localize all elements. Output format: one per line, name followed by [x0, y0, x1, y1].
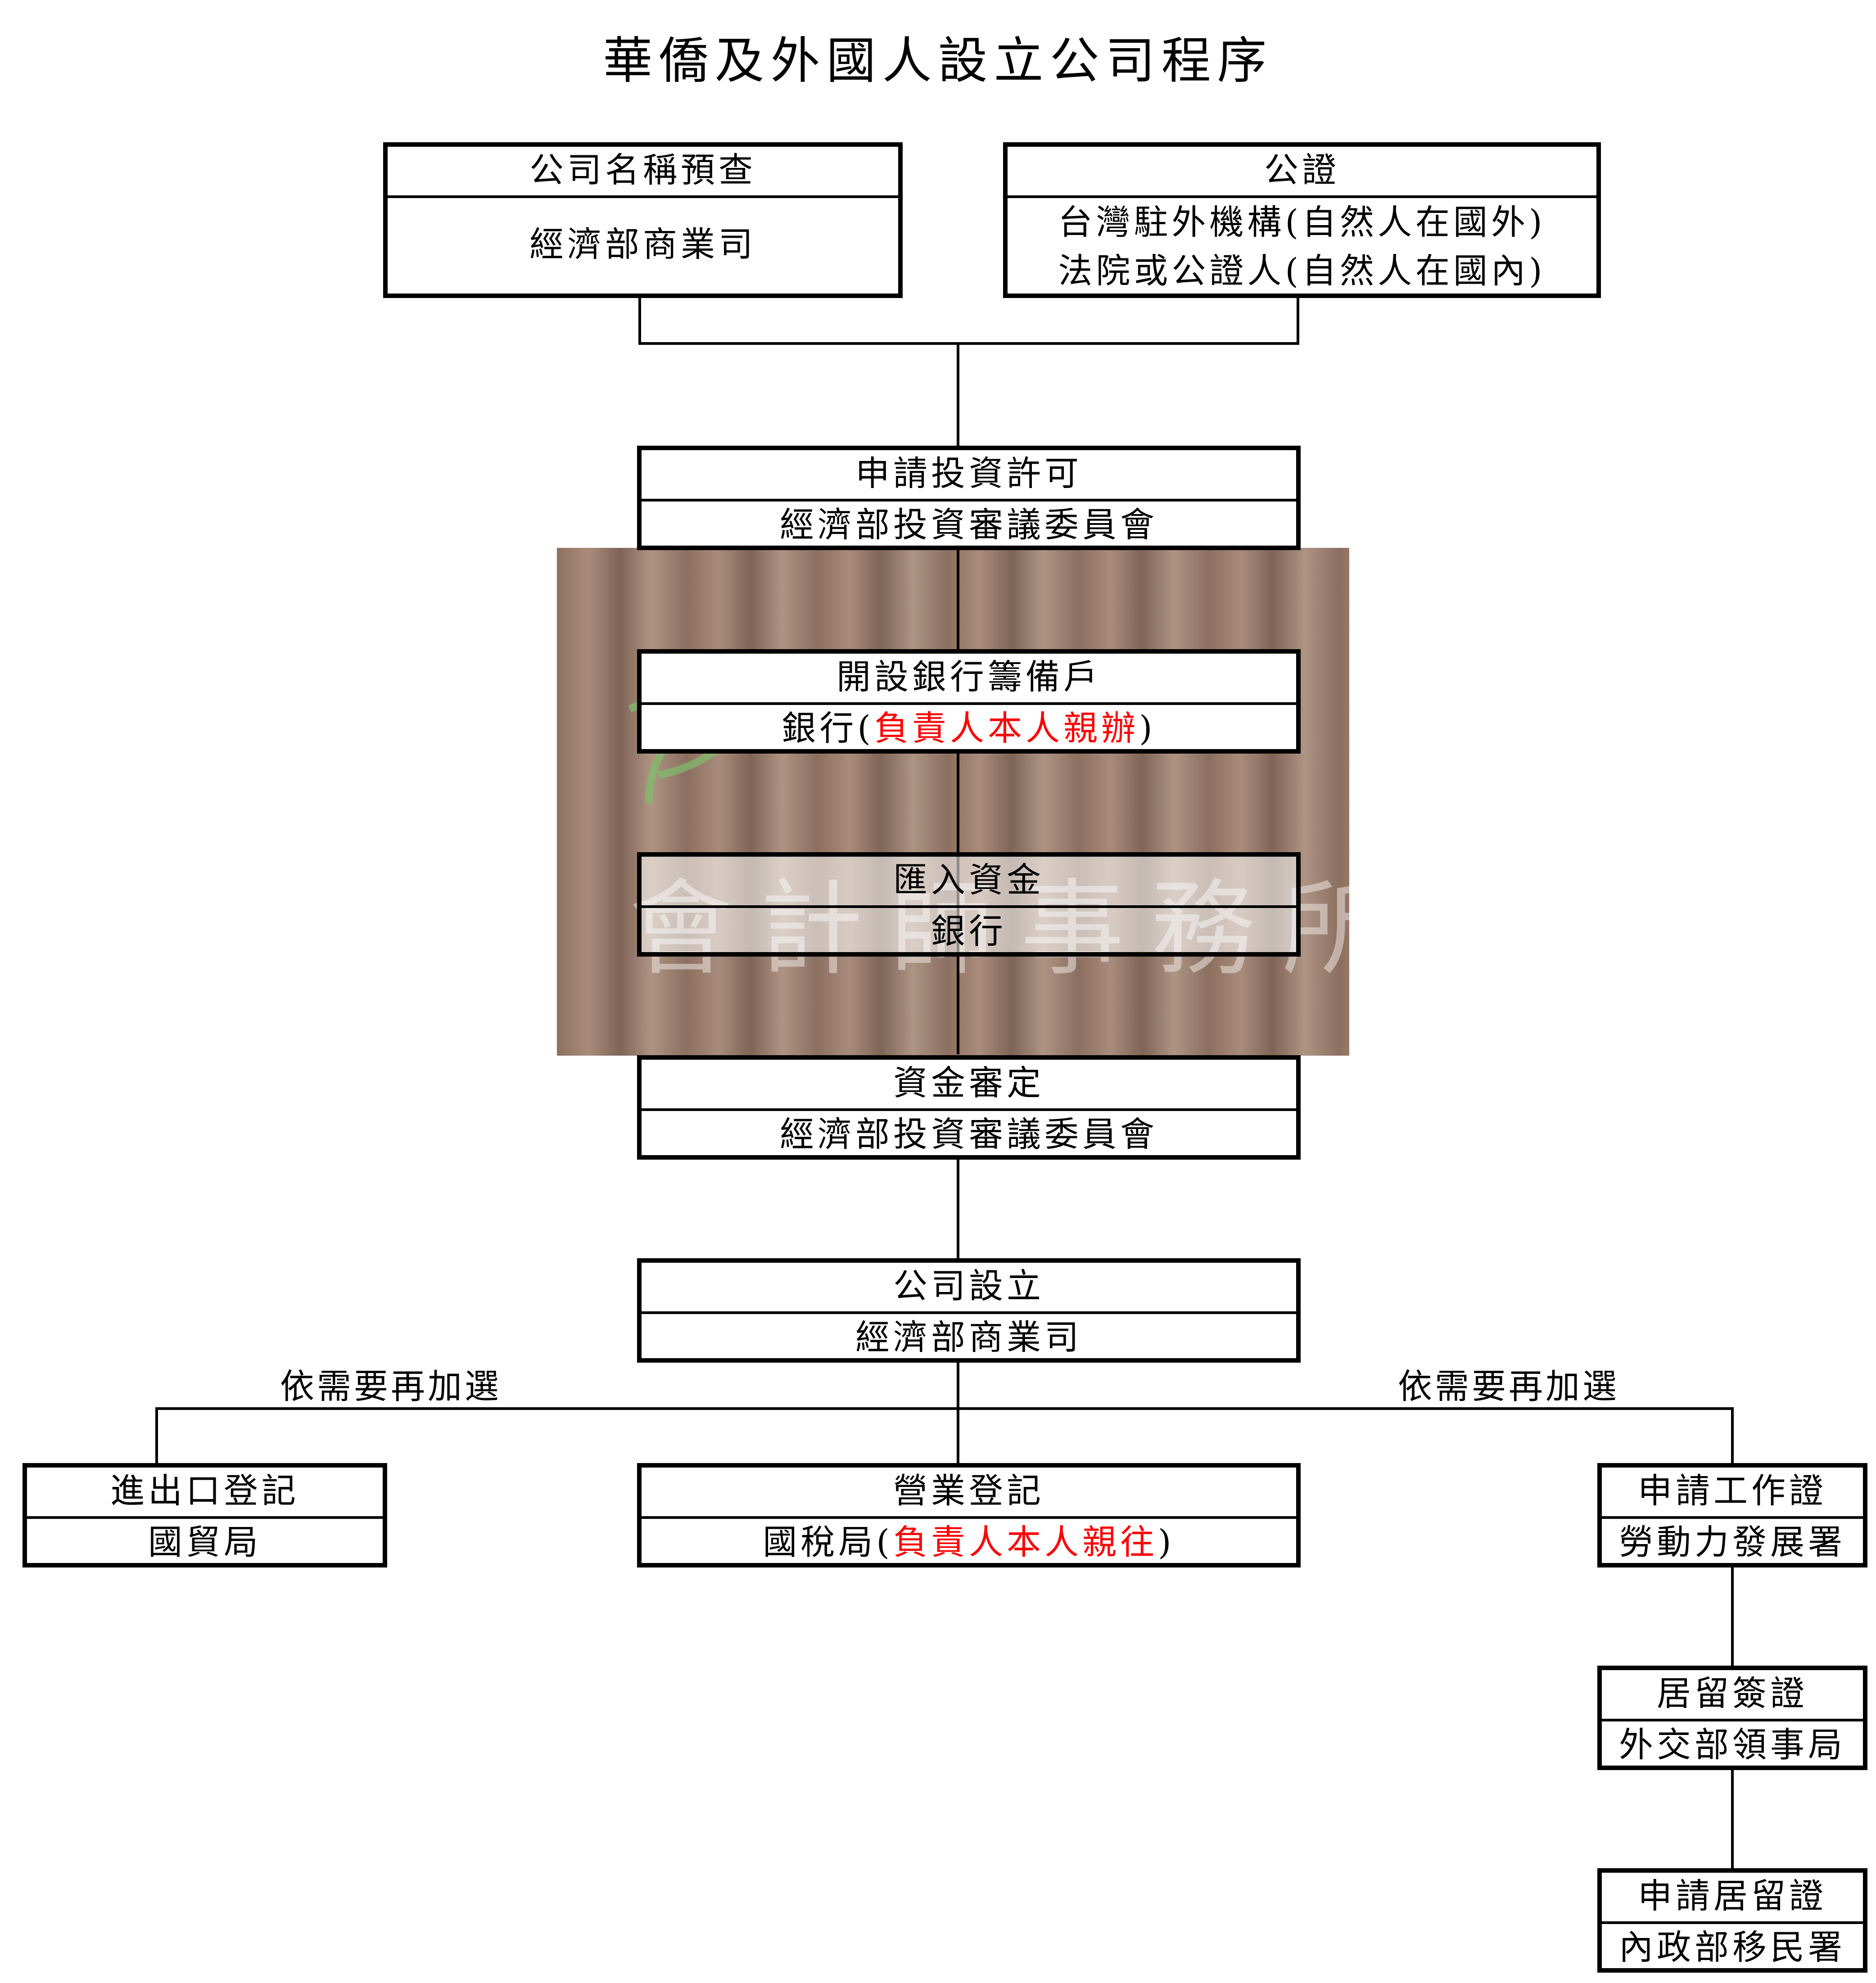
- body-text: 銀行(: [782, 708, 874, 748]
- connector: [957, 549, 959, 1054]
- box-residence-permit: 申請居留證 內政部移民署: [1597, 1868, 1867, 1973]
- box-header: 進出口登記: [27, 1468, 383, 1519]
- optional-note-left: 依需要再加選: [280, 1366, 502, 1406]
- box-resident-visa: 居留簽證 外交部領事局: [1597, 1666, 1867, 1770]
- box-header: 開設銀行籌備戶: [642, 654, 1296, 705]
- connector: [1731, 1407, 1734, 1465]
- box-body-line: 法院或公證人(自然人在國內): [1058, 251, 1546, 291]
- watermark: 會計師事務所: [557, 548, 1349, 1056]
- box-header: 申請投資許可: [642, 450, 1296, 501]
- body-text: ): [1158, 1522, 1175, 1562]
- box-body: 台灣駐外機構(自然人在國外) 法院或公證人(自然人在國內): [1008, 198, 1596, 295]
- box-body: 銀行: [931, 911, 1007, 951]
- body-text: 國稅局(: [763, 1522, 893, 1562]
- box-name-check: 公司名稱預查 經濟部商業司: [383, 142, 903, 298]
- box-header: 公司名稱預查: [388, 147, 898, 198]
- box-body: 外交部領事局: [1619, 1725, 1846, 1765]
- optional-note-right: 依需要再加選: [1398, 1366, 1619, 1406]
- box-remit: 匯入資金 銀行: [637, 852, 1301, 957]
- box-business-reg: 營業登記 國稅局(負責人本人親往): [637, 1463, 1301, 1567]
- box-import-export: 進出口登記 國貿局: [23, 1463, 387, 1567]
- box-header: 資金審定: [642, 1060, 1296, 1111]
- box-body: 內政部移民署: [1619, 1927, 1846, 1967]
- box-invest-permit: 申請投資許可 經濟部投資審議委員會: [637, 446, 1301, 550]
- body-text: ): [1139, 708, 1156, 748]
- box-body: 銀行(負責人本人親辦): [642, 705, 1296, 752]
- connector: [957, 1362, 959, 1464]
- box-bank-account: 開設銀行籌備戶 銀行(負責人本人親辦): [637, 649, 1301, 754]
- connector: [1297, 297, 1299, 345]
- box-capital-review: 資金審定 經濟部投資審議委員會: [637, 1055, 1301, 1160]
- connector: [1731, 1768, 1734, 1870]
- box-header: 匯入資金: [642, 857, 1296, 908]
- connector: [957, 342, 959, 447]
- connector: [638, 342, 1299, 345]
- emphasis-text: 負責人本人親往: [893, 1522, 1158, 1562]
- box-header: 居留簽證: [1602, 1670, 1863, 1721]
- box-body: 經濟部商業司: [855, 1317, 1082, 1357]
- page-title: 華僑及外國人設立公司程序: [603, 32, 1273, 90]
- box-body: 經濟部商業司: [529, 224, 756, 264]
- box-body: 經濟部投資審議委員會: [780, 505, 1158, 545]
- connector: [155, 1407, 1734, 1410]
- box-header: 申請工作證: [1602, 1468, 1863, 1519]
- box-body: 勞動力發展署: [1619, 1522, 1846, 1562]
- box-header: 申請居留證: [1602, 1873, 1863, 1924]
- box-body: 國貿局: [148, 1522, 262, 1562]
- box-company-setup: 公司設立 經濟部商業司: [637, 1258, 1301, 1363]
- box-body: 經濟部投資審議委員會: [780, 1114, 1158, 1154]
- connector: [957, 1159, 959, 1258]
- box-header: 公司設立: [642, 1263, 1296, 1314]
- box-notary: 公證 台灣駐外機構(自然人在國外) 法院或公證人(自然人在國內): [1003, 142, 1601, 298]
- connector: [638, 297, 641, 345]
- emphasis-text: 負責人本人親辦: [874, 708, 1139, 748]
- box-work-permit: 申請工作證 勞動力發展署: [1597, 1463, 1867, 1567]
- box-body-line: 台灣駐外機構(自然人在國外): [1058, 202, 1546, 242]
- connector: [1731, 1566, 1734, 1667]
- box-header: 營業登記: [642, 1468, 1296, 1519]
- box-header: 公證: [1008, 147, 1596, 198]
- box-body: 國稅局(負責人本人親往): [642, 1519, 1296, 1566]
- connector: [155, 1407, 158, 1465]
